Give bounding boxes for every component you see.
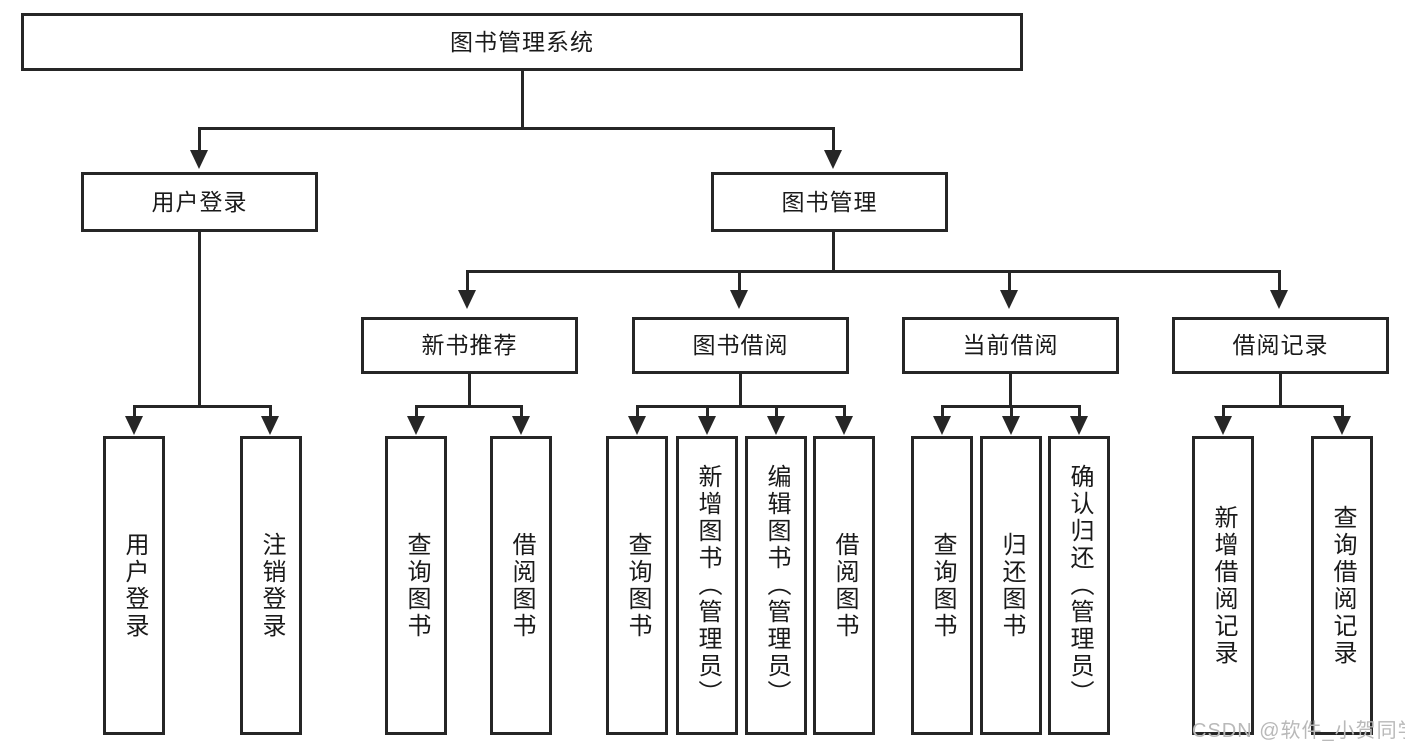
leaf-book-borrow-1-label: 查询图书 <box>623 531 651 640</box>
edge-current-borrow-to-leaf-1 <box>941 405 944 419</box>
leaf-user-login-1[interactable]: 用户登录 <box>103 436 165 735</box>
node-root-label: 图书管理系统 <box>450 28 594 55</box>
leaf-book-borrow-2-label: 新增图书（管理员） <box>693 464 721 707</box>
edge-root-to-user-login <box>198 127 201 152</box>
node-borrow-records[interactable]: 借阅记录 <box>1172 317 1389 374</box>
arrow-root-to-book-mgmt <box>824 150 842 169</box>
leaf-book-borrow-4[interactable]: 借阅图书 <box>813 436 875 735</box>
arrow-book-mgmt-to-l3-2 <box>730 290 748 309</box>
node-book-management-label: 图书管理 <box>781 188 878 215</box>
leaf-current-borrow-3-label: 确认归还（管理员） <box>1065 464 1093 707</box>
edge-book-borrow-to-leaf-1 <box>636 405 639 419</box>
arrow-book-borrow-to-leaf-2 <box>698 416 716 435</box>
node-new-book-recommend[interactable]: 新书推荐 <box>361 317 578 374</box>
leaf-user-login-2[interactable]: 注销登录 <box>240 436 302 735</box>
leaf-book-borrow-3[interactable]: 编辑图书（管理员） <box>745 436 807 735</box>
node-borrow-records-label: 借阅记录 <box>1232 332 1329 359</box>
edge-root-bus <box>198 127 835 130</box>
edge-current-borrow-to-leaf-3 <box>1078 405 1081 419</box>
edge-book-mgmt-to-l3-4 <box>1278 270 1281 292</box>
arrow-current-borrow-to-leaf-2 <box>1002 416 1020 435</box>
leaf-book-borrow-3-label: 编辑图书（管理员） <box>762 464 790 707</box>
edge-root-stem <box>521 71 524 127</box>
leaf-book-borrow-1[interactable]: 查询图书 <box>606 436 668 735</box>
edge-book-borrow-to-leaf-3 <box>775 405 778 419</box>
arrow-borrow-records-to-leaf-1 <box>1214 416 1232 435</box>
arrow-book-borrow-to-leaf-4 <box>835 416 853 435</box>
arrow-book-mgmt-to-l3-1 <box>458 290 476 309</box>
arrow-book-mgmt-to-l3-4 <box>1270 290 1288 309</box>
edge-book-mgmt-bus <box>466 270 1281 273</box>
node-book-management[interactable]: 图书管理 <box>711 172 948 232</box>
leaf-new-book-2-label: 借阅图书 <box>507 531 535 640</box>
edge-borrow-records-to-leaf-2 <box>1341 405 1344 419</box>
node-new-book-recommend-label: 新书推荐 <box>421 332 518 359</box>
edge-current-borrow-stem <box>1009 374 1012 407</box>
edge-book-borrow-to-leaf-4 <box>843 405 846 419</box>
edge-book-borrow-to-leaf-2 <box>706 405 709 419</box>
arrow-root-to-user-login <box>190 150 208 169</box>
edge-user-login-bus <box>133 405 269 408</box>
node-current-borrow-label: 当前借阅 <box>962 332 1059 359</box>
leaf-current-borrow-2-label: 归还图书 <box>997 531 1025 640</box>
node-current-borrow[interactable]: 当前借阅 <box>902 317 1119 374</box>
edge-current-borrow-to-leaf-2 <box>1010 405 1013 419</box>
edge-new-book-to-leaf-2 <box>520 405 523 419</box>
edge-user-login-to-leaf-2 <box>269 405 272 419</box>
edge-user-login-to-leaf-1 <box>133 405 136 419</box>
edge-new-book-to-leaf-1 <box>415 405 418 419</box>
leaf-borrow-records-1[interactable]: 新增借阅记录 <box>1192 436 1254 735</box>
leaf-current-borrow-1[interactable]: 查询图书 <box>911 436 973 735</box>
edge-borrow-records-stem <box>1279 374 1282 407</box>
edge-new-book-bus <box>415 405 523 408</box>
arrow-book-mgmt-to-l3-3 <box>1000 290 1018 309</box>
leaf-user-login-1-label: 用户登录 <box>120 531 148 640</box>
node-user-login-label: 用户登录 <box>151 188 248 215</box>
arrow-new-book-to-leaf-1 <box>407 416 425 435</box>
arrow-current-borrow-to-leaf-1 <box>933 416 951 435</box>
edge-new-book-stem <box>468 374 471 407</box>
edge-book-borrow-stem <box>739 374 742 407</box>
arrow-book-borrow-to-leaf-1 <box>628 416 646 435</box>
csdn-watermark: CSDN @软件_小贺同学 <box>1192 720 1405 742</box>
arrow-borrow-records-to-leaf-2 <box>1333 416 1351 435</box>
node-book-borrow[interactable]: 图书借阅 <box>632 317 849 374</box>
leaf-new-book-1-label: 查询图书 <box>402 531 430 640</box>
node-user-login[interactable]: 用户登录 <box>81 172 318 232</box>
edge-user-login-stem <box>198 232 201 407</box>
arrow-current-borrow-to-leaf-3 <box>1070 416 1088 435</box>
leaf-book-borrow-4-label: 借阅图书 <box>830 531 858 640</box>
edge-root-to-book-mgmt <box>832 127 835 152</box>
edge-book-borrow-bus <box>636 405 845 408</box>
leaf-borrow-records-1-label: 新增借阅记录 <box>1209 504 1237 667</box>
edge-book-mgmt-stem <box>832 232 835 272</box>
edge-book-mgmt-to-l3-2 <box>738 270 741 292</box>
edge-book-mgmt-to-l3-1 <box>466 270 469 292</box>
leaf-book-borrow-2[interactable]: 新增图书（管理员） <box>676 436 738 735</box>
leaf-borrow-records-2[interactable]: 查询借阅记录 <box>1311 436 1373 735</box>
leaf-borrow-records-2-label: 查询借阅记录 <box>1328 504 1356 667</box>
leaf-current-borrow-1-label: 查询图书 <box>928 531 956 640</box>
arrow-user-login-to-leaf-2 <box>261 416 279 435</box>
arrow-new-book-to-leaf-2 <box>512 416 530 435</box>
arrow-user-login-to-leaf-1 <box>125 416 143 435</box>
arrow-book-borrow-to-leaf-3 <box>767 416 785 435</box>
leaf-new-book-2[interactable]: 借阅图书 <box>490 436 552 735</box>
leaf-current-borrow-2[interactable]: 归还图书 <box>980 436 1042 735</box>
leaf-user-login-2-label: 注销登录 <box>257 531 285 640</box>
edge-borrow-records-to-leaf-1 <box>1222 405 1225 419</box>
edge-book-mgmt-to-l3-3 <box>1008 270 1011 292</box>
leaf-current-borrow-3[interactable]: 确认归还（管理员） <box>1048 436 1110 735</box>
edge-borrow-records-bus <box>1222 405 1342 408</box>
node-book-borrow-label: 图书借阅 <box>692 332 789 359</box>
node-root[interactable]: 图书管理系统 <box>21 13 1023 71</box>
leaf-new-book-1[interactable]: 查询图书 <box>385 436 447 735</box>
